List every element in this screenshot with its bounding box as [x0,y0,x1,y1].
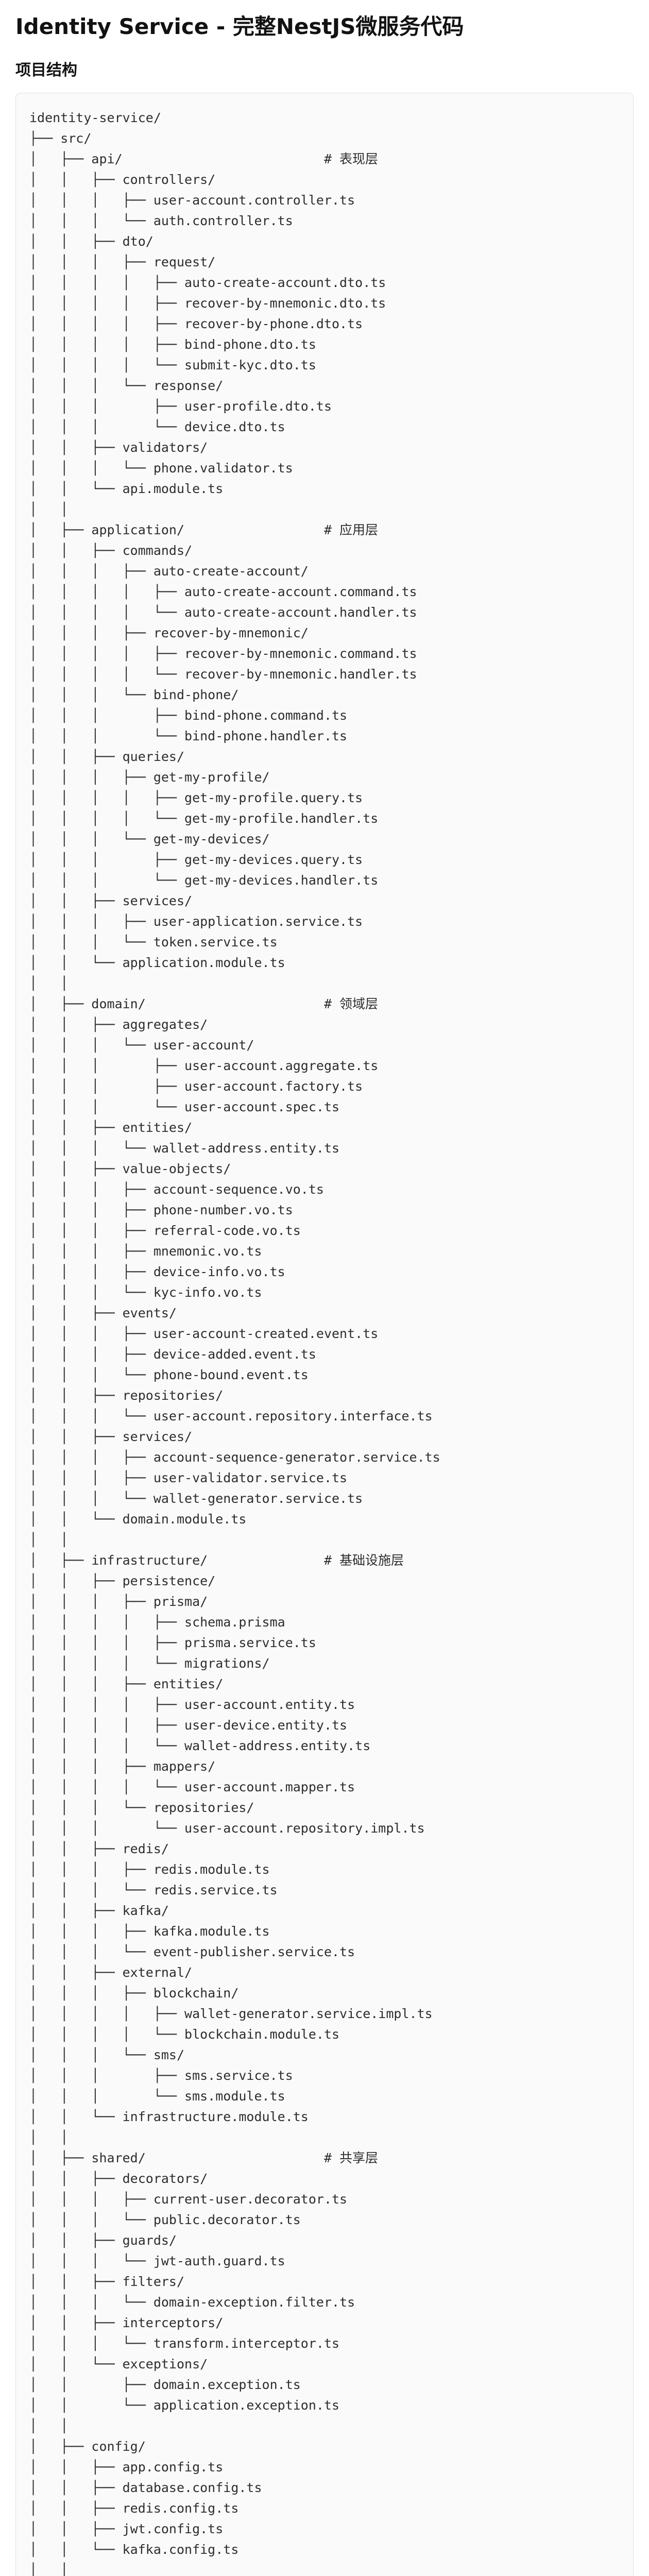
code-block: identity-service/ ├── src/ │ ├── api/ # … [15,92,634,2576]
project-file-tree: identity-service/ ├── src/ │ ├── api/ # … [29,110,440,2576]
section-heading-project-structure: 项目结构 [15,61,77,79]
page-title: Identity Service - 完整NestJS微服务代码 [15,14,464,39]
